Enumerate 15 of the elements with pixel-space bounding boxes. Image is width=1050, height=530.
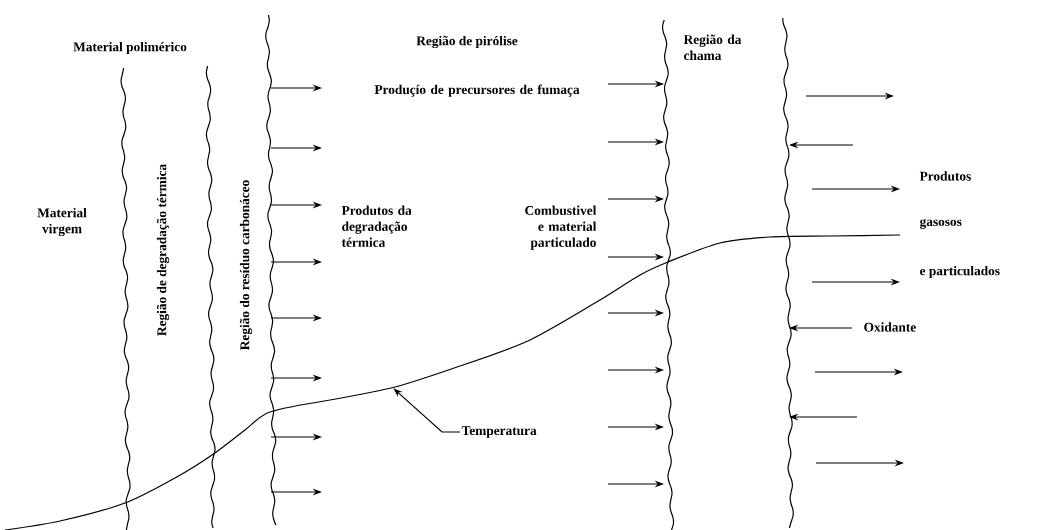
product-label: gasosos [919,219,962,229]
product-label: Combustivel e material particulado [525,205,597,250]
region-label: Material virgem [37,207,87,237]
curve-label: Temperatura [461,426,537,438]
temperature-curve [329,365,461,401]
process-label: Produçío de precursores de fumaça [374,84,580,97]
region-label: Região da chama [683,34,742,60]
region-label: Região de degradação térmica [156,164,170,336]
region-label: Região do resíduo carbonáceo [239,180,253,350]
product-label: Produtos [919,171,971,181]
product-label: e particulados [920,265,1000,279]
region-label: Região de pirólise [416,35,518,49]
region-label: Material polimérico [73,41,187,55]
product-label: Produtos da degradação térmica [341,205,412,247]
oxidant-label: Oxidante [864,322,916,332]
